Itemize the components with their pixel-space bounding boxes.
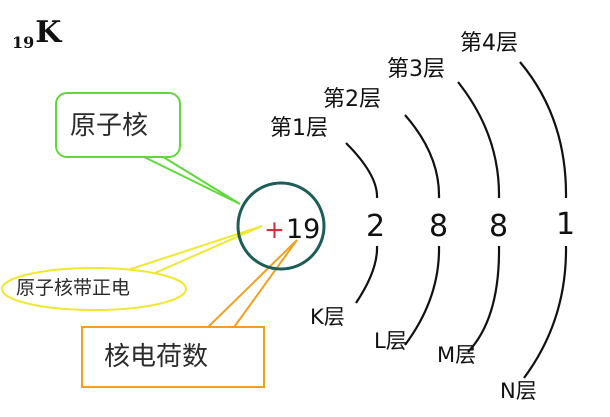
shell-k-name: K层 xyxy=(310,305,345,329)
callout-charge-pointer xyxy=(202,239,298,331)
callout-nucleus-box xyxy=(55,92,181,158)
callout-nucleus-pointer xyxy=(139,154,241,205)
shell-3-electron-count: 8 xyxy=(489,209,509,244)
shell-m-name: M层 xyxy=(437,343,477,367)
shell-l-name: L层 xyxy=(374,329,407,353)
shell-m-arc xyxy=(457,81,501,353)
element-subscript: 19 xyxy=(12,33,35,52)
callout-nucleus-text: 原子核 xyxy=(70,111,149,141)
shell-2-electron-count: 8 xyxy=(429,209,449,244)
shell-n-arc xyxy=(519,61,568,379)
shell-1-electron-count: 2 xyxy=(366,209,386,244)
callout-charge-box xyxy=(81,326,265,388)
element-symbol: 19K xyxy=(12,18,61,51)
shell-2-order-label: 第2层 xyxy=(323,87,381,112)
callout-positive-text: 原子核带正电 xyxy=(16,277,131,299)
nucleus-circle xyxy=(236,181,326,271)
shell-k-arc xyxy=(345,142,379,304)
callout-charge-text: 核电荷数 xyxy=(104,342,209,372)
shell-1-order-label: 第1层 xyxy=(270,116,328,141)
shell-4-order-label: 第4层 xyxy=(460,31,518,56)
nucleus-charge: +19 xyxy=(264,216,320,243)
shell-n-name: N层 xyxy=(500,379,537,403)
plus-sign: + xyxy=(264,215,285,244)
shell-4-electron-count: 1 xyxy=(556,207,576,242)
nuclear-charge-value: 19 xyxy=(285,214,321,245)
callout-positive-pointer xyxy=(124,225,263,278)
element-letter: K xyxy=(35,15,62,50)
callout-positive-box xyxy=(1,267,187,311)
shell-3-order-label: 第3层 xyxy=(387,57,445,82)
shell-l-arc xyxy=(404,114,441,346)
